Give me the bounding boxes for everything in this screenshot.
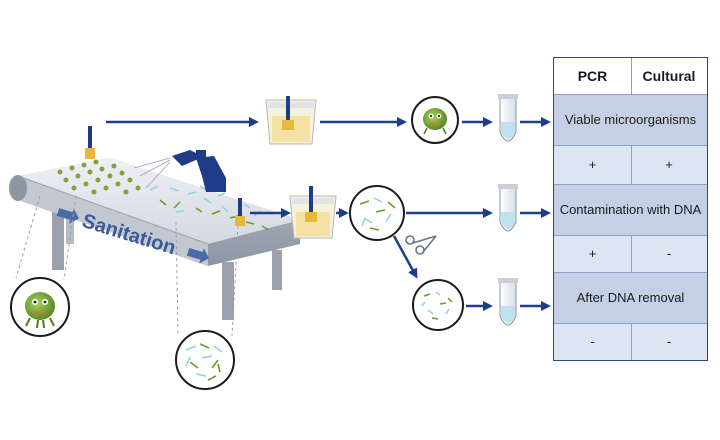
cell-after-pcr: - bbox=[554, 324, 631, 360]
dna-fragments-icon bbox=[185, 343, 223, 381]
belt-microbes bbox=[57, 159, 141, 195]
magnifier-circle-icon bbox=[411, 96, 459, 144]
microbe-icon bbox=[423, 108, 447, 135]
process-arrows bbox=[106, 117, 551, 311]
results-table: PCR Cultural Viable microorganisms + + C… bbox=[553, 57, 708, 361]
dna-fragments-icon bbox=[359, 197, 396, 231]
cell-viable-cultural: + bbox=[631, 146, 707, 184]
cell-dna-cultural: - bbox=[631, 236, 707, 272]
swab-icon bbox=[235, 198, 245, 226]
spray-bottle-icon bbox=[133, 150, 226, 192]
guide-lines bbox=[15, 195, 239, 337]
divider bbox=[631, 58, 632, 94]
divider bbox=[631, 236, 632, 272]
test-tube-icon bbox=[498, 184, 518, 232]
header-cultural: Cultural bbox=[631, 58, 707, 94]
conveyor-belt bbox=[9, 158, 300, 266]
cell-after-cultural: - bbox=[631, 324, 707, 360]
cell-viable-pcr: + bbox=[554, 146, 631, 184]
sample-bag-icon bbox=[265, 96, 317, 145]
microbe-icon bbox=[25, 292, 55, 329]
dna-fragments-icon bbox=[421, 291, 453, 320]
magnifier-circle-icon bbox=[175, 330, 235, 390]
test-tube-icon bbox=[498, 94, 518, 142]
magnifier-circle-icon bbox=[349, 185, 405, 241]
test-tube-icon bbox=[498, 278, 518, 326]
row-label-dna: Contamination with DNA bbox=[554, 184, 707, 236]
header-pcr: PCR bbox=[554, 58, 631, 94]
divider bbox=[631, 146, 632, 184]
row-label-after-removal: After DNA removal bbox=[554, 272, 707, 324]
conveyor-legs bbox=[52, 206, 282, 320]
cell-dna-pcr: + bbox=[554, 236, 631, 272]
row-label-viable: Viable microorganisms bbox=[554, 94, 707, 146]
swab-icon bbox=[85, 126, 95, 159]
magnifier-circle-icon bbox=[10, 277, 70, 337]
divider bbox=[631, 324, 632, 360]
magnifier-circle-icon bbox=[412, 279, 464, 331]
sample-bag-icon bbox=[289, 186, 337, 239]
scissors-icon bbox=[405, 235, 437, 255]
